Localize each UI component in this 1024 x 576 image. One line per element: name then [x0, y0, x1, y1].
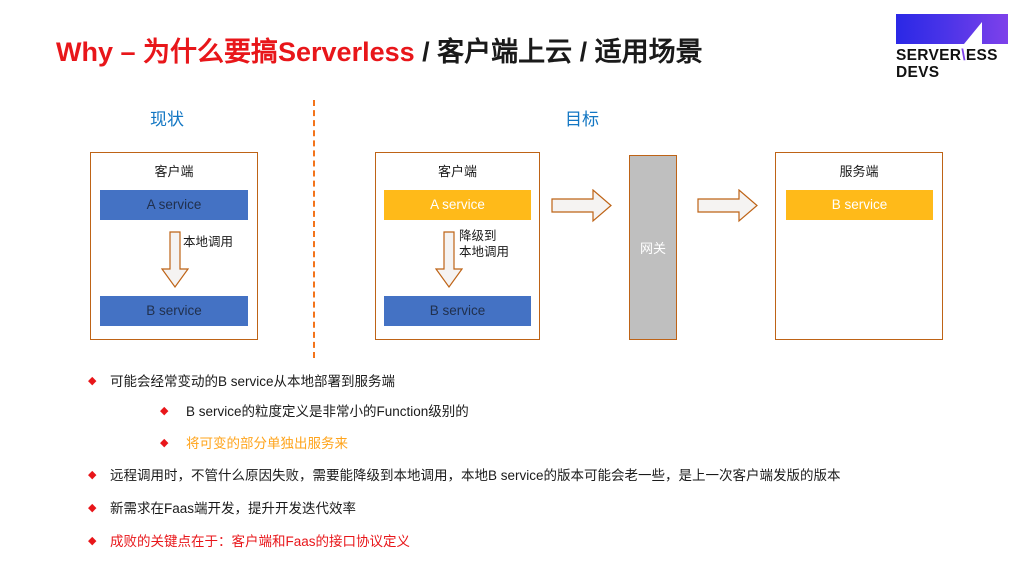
mid-arrow-label-line2: 本地调用: [459, 245, 510, 259]
page-title-red: Why – 为什么要搞Serverless: [56, 37, 415, 67]
mid-downgrade-arrow-icon: [435, 231, 463, 289]
bullet-text: 远程调用时，不管什么原因失败，需要能降级到本地调用，本地B service的版本…: [110, 468, 841, 483]
bullet-text: 新需求在Faas端开发，提升开发迭代效率: [110, 501, 357, 516]
bullet-text: B service的粒度定义是非常小的Function级别的: [186, 404, 469, 419]
mid-a-service-box: A service: [384, 190, 531, 220]
mid-arrow-label-line1: 降级到: [459, 229, 497, 243]
logo-text-post: ESS: [965, 47, 998, 64]
list-item: ◆ 远程调用时，不管什么原因失败，需要能降级到本地调用，本地B service的…: [88, 466, 918, 485]
left-arrow-label: 本地调用: [183, 235, 234, 249]
bullet-diamond-icon: ◆: [88, 535, 97, 547]
gateway-label: 网关: [639, 241, 666, 256]
arrow-gateway-to-server-icon: [697, 189, 758, 223]
logo-gradient-bar: [896, 14, 1008, 44]
logo-notch-icon: [964, 22, 982, 44]
gateway-box: 网关: [629, 155, 677, 340]
mid-arrow-label: 降级到 本地调用: [459, 228, 509, 260]
logo-wordmark: SERVER\ESS DEVS: [896, 47, 1008, 81]
bullet-diamond-icon: ◆: [88, 469, 97, 481]
panel-server: 服务端: [775, 152, 943, 340]
bullet-text: 可能会经常变动的B service从本地部署到服务端: [110, 374, 396, 389]
bullet-diamond-icon: ◆: [160, 437, 169, 449]
mid-b-service-box: B service: [384, 296, 531, 326]
heading-current-state: 现状: [150, 110, 184, 129]
logo-backslash-icon: \: [961, 47, 966, 64]
section-divider: [313, 100, 315, 358]
bullet-diamond-icon: ◆: [88, 502, 97, 514]
left-b-service-box: B service: [100, 296, 248, 326]
logo-text-pre: SERVER: [896, 47, 962, 64]
panel-right-title: 服务端: [839, 164, 879, 179]
panel-mid-title: 客户端: [437, 164, 477, 179]
left-a-service-box: A service: [100, 190, 248, 220]
bullet-text: 成败的关键点在于：客户端和Faas的接口协议定义: [110, 534, 411, 549]
list-item: ◆ 成败的关键点在于：客户端和Faas的接口协议定义: [88, 532, 918, 551]
arrow-client-to-gateway-icon: [551, 189, 612, 223]
bullet-diamond-icon: ◆: [88, 375, 97, 387]
page-title: Why – 为什么要搞Serverless / 客户端上云 / 适用场景: [56, 30, 703, 69]
left-local-call-arrow-icon: [161, 231, 189, 289]
list-item: ◆ 可能会经常变动的B service从本地部署到服务端: [88, 372, 918, 391]
heading-target-state: 目标: [565, 110, 599, 129]
panel-left-title: 客户端: [154, 164, 194, 179]
serverless-devs-logo: SERVER\ESS DEVS: [896, 14, 1008, 81]
bullet-diamond-icon: ◆: [160, 405, 169, 417]
list-item: ◆ 将可变的部分单独出服务来: [88, 434, 918, 453]
bullet-list: ◆ 可能会经常变动的B service从本地部署到服务端 ◆ B service…: [88, 372, 918, 562]
list-item: ◆ B service的粒度定义是非常小的Function级别的: [88, 402, 918, 421]
right-b-service-box: B service: [786, 190, 933, 220]
logo-text-line2: DEVS: [896, 64, 940, 81]
list-item: ◆ 新需求在Faas端开发，提升开发迭代效率: [88, 499, 918, 518]
bullet-text: 将可变的部分单独出服务来: [186, 436, 348, 451]
page-title-black: / 客户端上云 / 适用场景: [414, 37, 703, 67]
